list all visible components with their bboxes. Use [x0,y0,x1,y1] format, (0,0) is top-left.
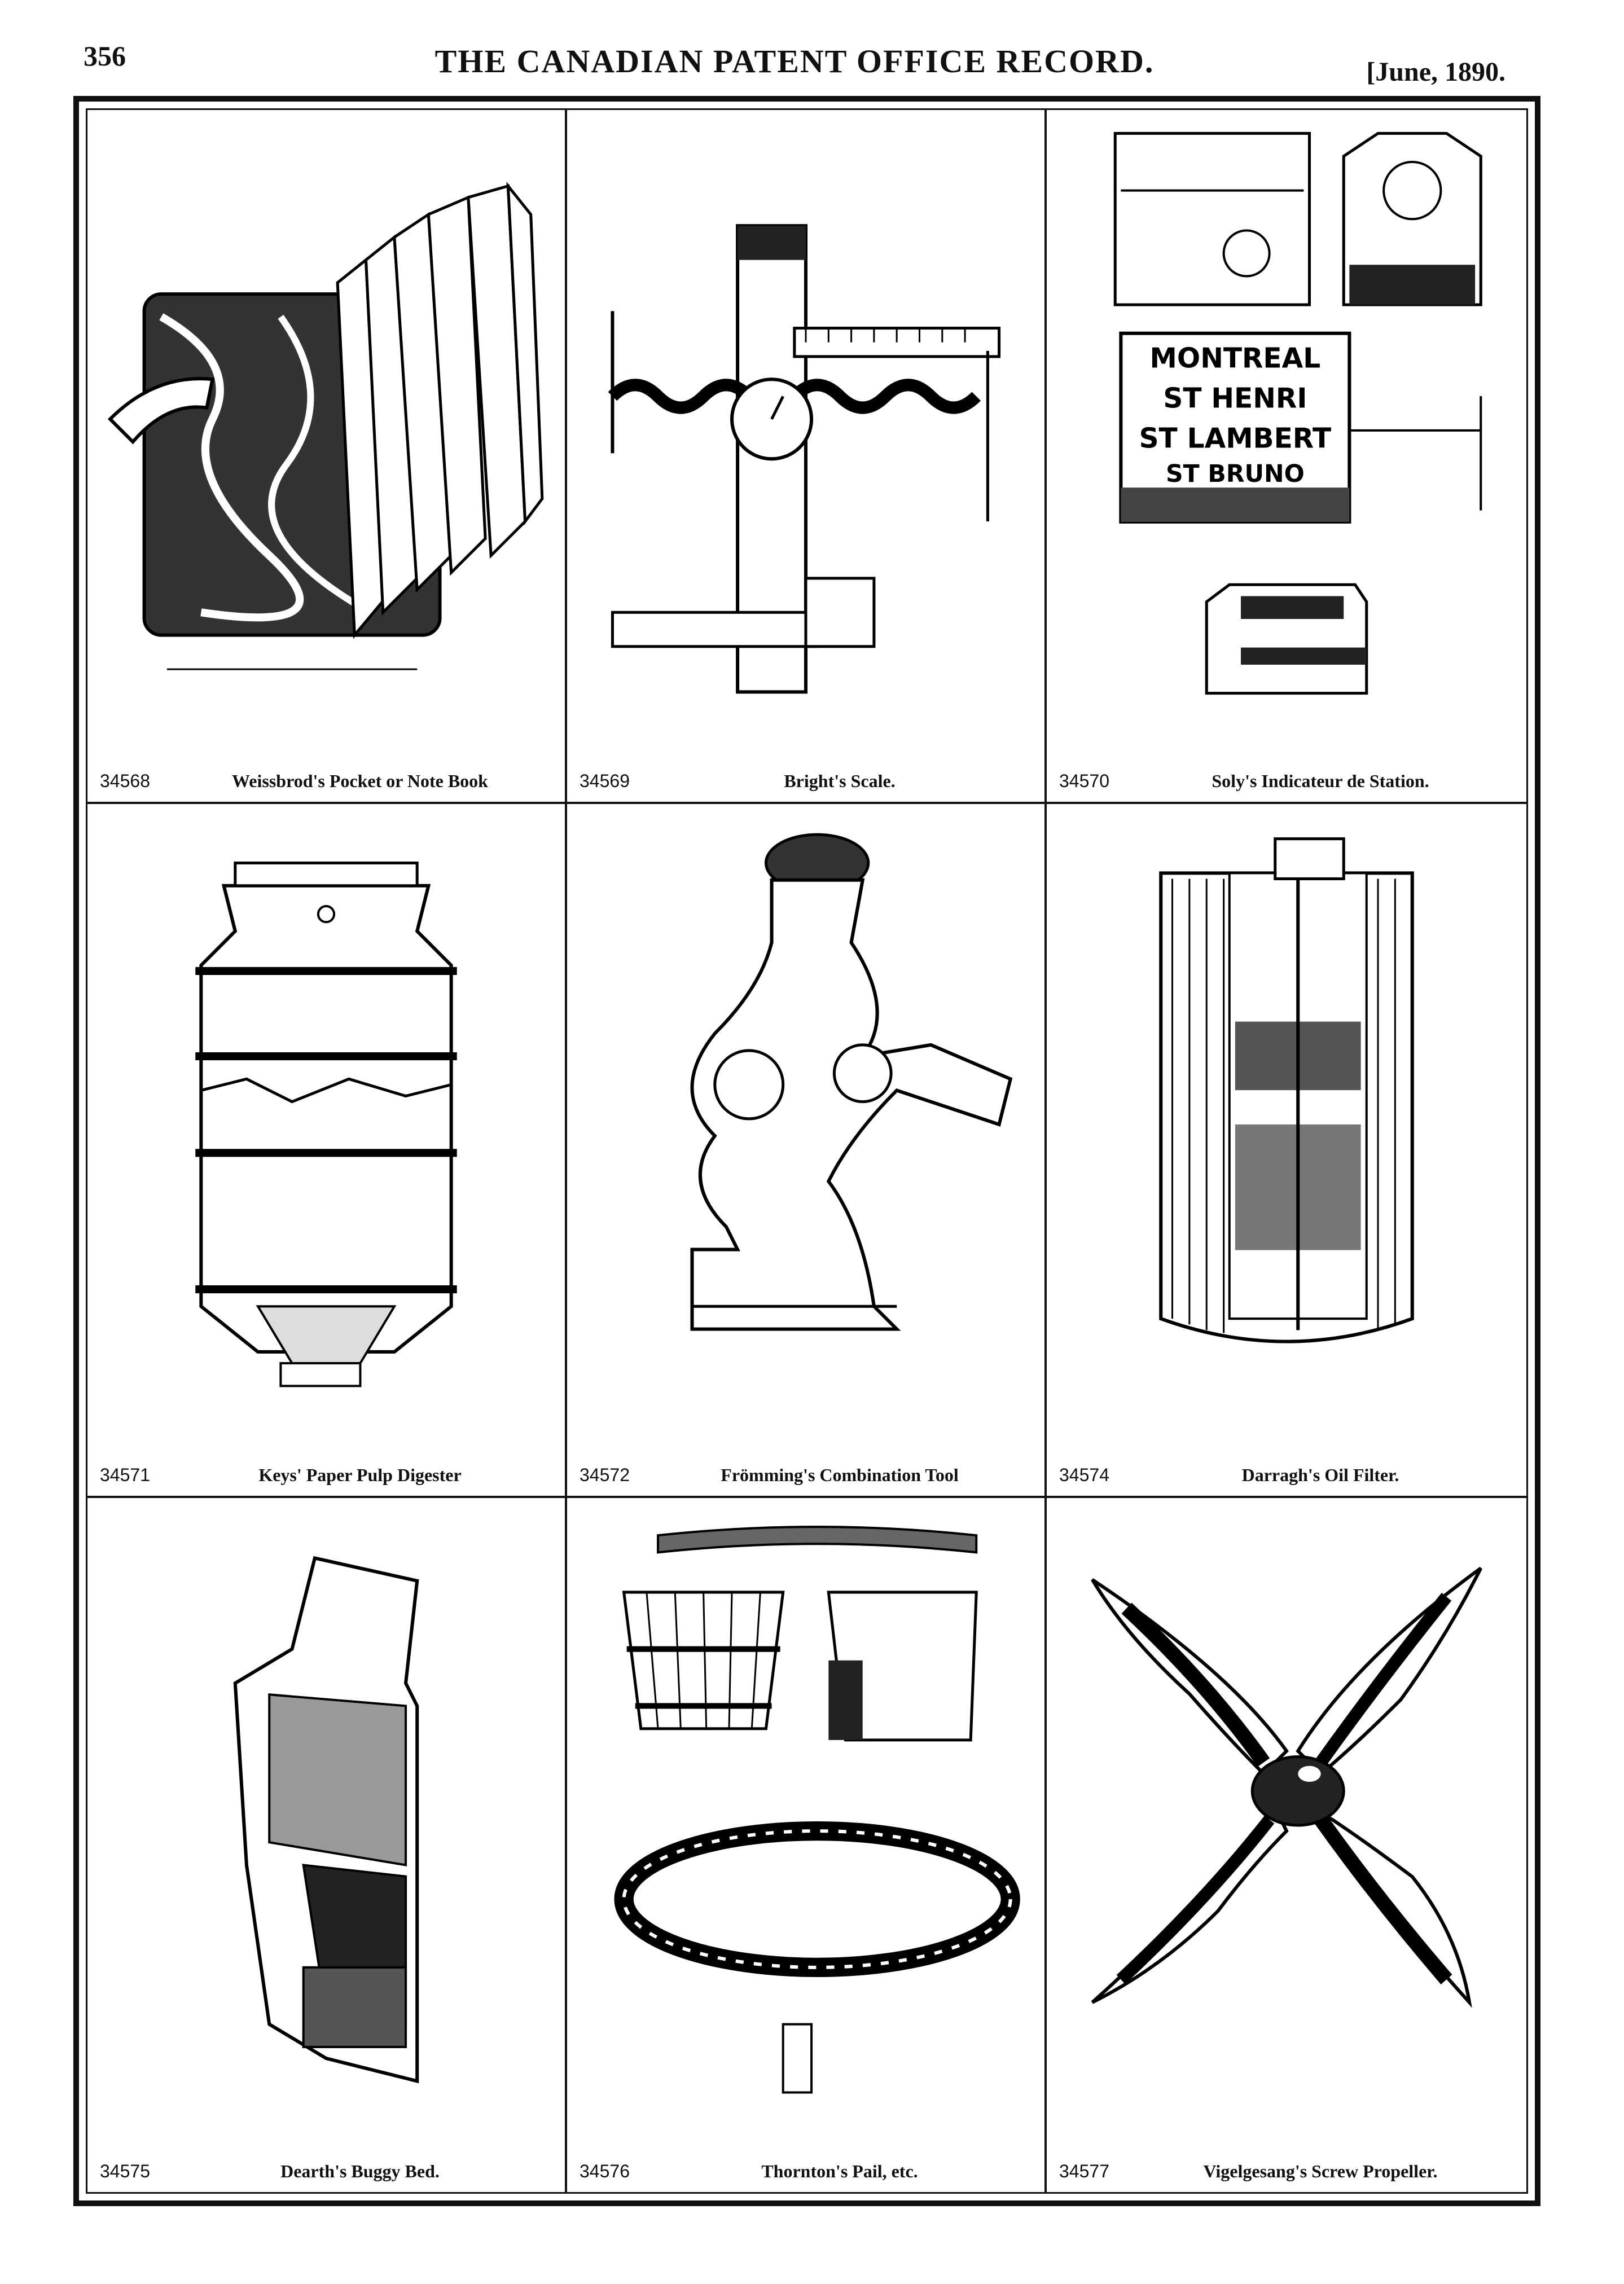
invention-title: Frömming's Combination Tool [721,1465,959,1485]
patent-cell: 34577 Vigelgesang's Screw Propeller. [1047,1498,1526,2192]
patent-cell: 34568 Weissbrod's Pocket or Note Book [87,110,567,804]
invention-title: Soly's Indicateur de Station. [1212,771,1429,791]
invention-title: Darragh's Oil Filter. [1241,1465,1399,1485]
patent-number: 34574 [1059,1465,1109,1485]
patent-number: 34571 [100,1465,150,1485]
patent-number: 34568 [100,771,150,791]
invention-title: Dearth's Buggy Bed. [280,2161,440,2181]
scale-illustration [578,121,1033,751]
sign-line-2: ST HENRI [1163,383,1307,414]
sign-line-1: MONTREAL [1150,343,1321,375]
sign-line-4: ST BRUNO [1166,460,1305,488]
patent-grid: 34568 Weissbrod's Pocket or Note Book [87,110,1526,2192]
oil-filter-illustration [1058,815,1515,1445]
patent-number: 34572 [580,1465,630,1485]
invention-title: Bright's Scale. [784,771,896,791]
sign-line-3: ST LAMBERT [1139,423,1332,454]
plate-frame: 34568 Weissbrod's Pocket or Note Book [73,96,1540,2206]
patent-cell: 34575 Dearth's Buggy Bed. [87,1498,567,2192]
journal-title: THE CANADIAN PATENT OFFICE RECORD. [434,43,1155,80]
patent-cell: 34576 Thornton's Pail, etc. [567,1498,1047,2192]
invention-title: Thornton's Pail, etc. [761,2161,918,2181]
pail-illustration [578,1509,1033,2141]
invention-title: Vigelgesang's Screw Propeller. [1203,2161,1438,2181]
invention-title: Weissbrod's Pocket or Note Book [232,771,488,791]
pulp-digester-illustration [99,815,554,1445]
combination-tool-illustration [578,815,1033,1445]
patent-cell: 34572 Frömming's Combination Tool [567,804,1047,1498]
note-book-illustration [99,121,554,751]
patent-number: 34577 [1059,2161,1109,2181]
invention-title: Keys' Paper Pulp Digester [258,1465,462,1485]
page-header: 356 THE CANADIAN PATENT OFFICE RECORD. [… [84,34,1506,102]
patent-cell: 34569 Bright's Scale. [567,110,1047,804]
patent-cell: MONTREAL ST HENRI ST LAMBERT ST BRUNO 34… [1047,110,1526,804]
patent-number: 34576 [580,2161,630,2181]
patent-number: 34570 [1059,771,1109,791]
patent-cell: 34574 Darragh's Oil Filter. [1047,804,1526,1498]
issue-date: [June, 1890. [1366,57,1506,87]
page-number: 356 [84,40,126,72]
patent-number: 34569 [580,771,630,791]
patent-cell: 34571 Keys' Paper Pulp Digester [87,804,567,1498]
station-indicator-illustration: MONTREAL ST HENRI ST LAMBERT ST BRUNO [1058,121,1515,751]
buggy-bed-illustration [99,1509,554,2141]
patent-number: 34575 [100,2161,150,2181]
screw-propeller-illustration [1058,1509,1515,2141]
